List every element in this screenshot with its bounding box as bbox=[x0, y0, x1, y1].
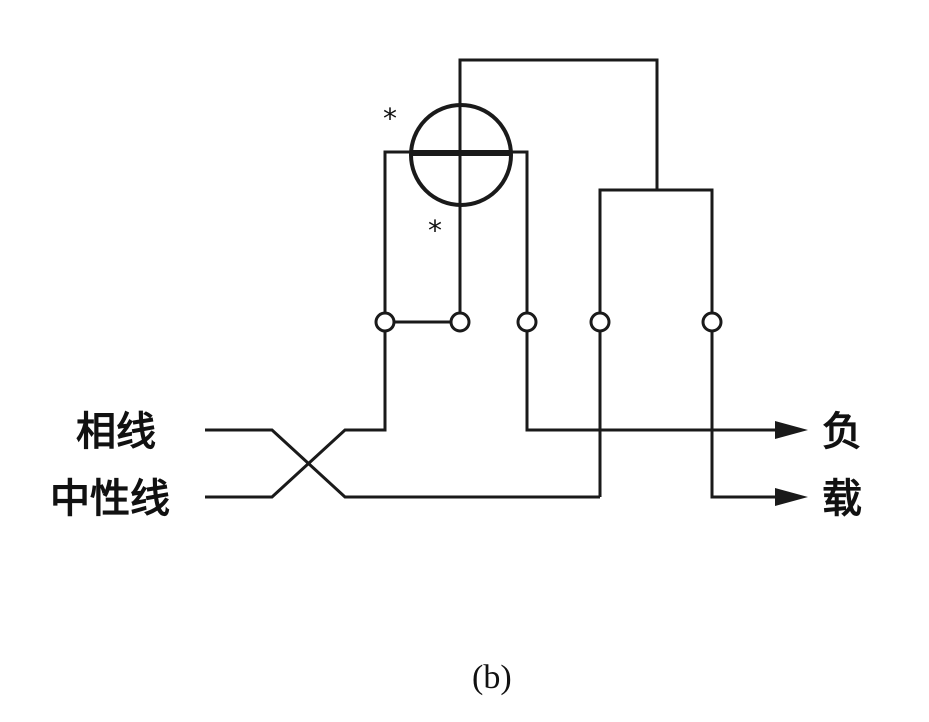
neutral-line-label: 中性线 bbox=[50, 476, 170, 522]
arrow-head-top bbox=[775, 421, 808, 439]
load-output-wire-bottom bbox=[710, 322, 790, 499]
terminal-5 bbox=[701, 311, 723, 333]
terminal-4 bbox=[589, 311, 611, 333]
voltage-coil-lead bbox=[458, 58, 659, 322]
arrow-head-bottom bbox=[775, 488, 808, 506]
phase-input-wire bbox=[205, 428, 600, 499]
terminal-2 bbox=[449, 311, 471, 333]
voltage-bridge bbox=[598, 188, 714, 322]
phase-line-label: 相线 bbox=[76, 409, 156, 455]
neutral-input-wire bbox=[205, 322, 387, 499]
figure-caption: (b) bbox=[472, 659, 512, 696]
load-label-bottom: 载 bbox=[822, 476, 862, 522]
polarity-mark-top: * bbox=[383, 102, 397, 135]
terminal-3 bbox=[516, 311, 538, 333]
current-coil-lead-left bbox=[383, 150, 414, 322]
load-label-top: 负 bbox=[822, 409, 862, 455]
current-coil-lead-right bbox=[508, 150, 529, 322]
terminal-1 bbox=[374, 311, 396, 333]
load-output-wire-top bbox=[525, 322, 790, 432]
polarity-mark-bottom: * bbox=[428, 214, 442, 247]
